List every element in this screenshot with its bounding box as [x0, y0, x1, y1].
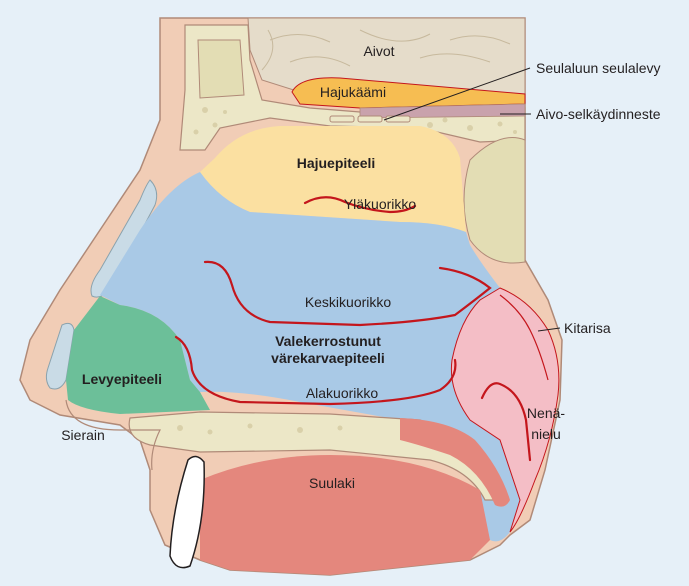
label-sierain: Sierain [61, 427, 105, 443]
label-aivot: Aivot [363, 43, 394, 59]
label-valekerrostunut-line2: värekarvaepiteeli [271, 350, 385, 366]
label-ylakuorikko: Yläkuorikko [344, 196, 417, 212]
label-nena-line2: nielu [531, 426, 561, 442]
label-aivo-selkaydinneste: Aivo-selkäydinneste [536, 106, 661, 122]
label-valekerrostunut-line1: Valekerrostunut [275, 333, 381, 349]
label-nena-line1: Nenä- [527, 405, 565, 421]
cribriform-plate [330, 116, 410, 122]
sphenoid-sinus [464, 138, 525, 264]
label-levyepiteeli: Levyepiteeli [82, 371, 162, 387]
label-keskikuorikko: Keskikuorikko [305, 294, 392, 310]
label-kitarisa: Kitarisa [564, 320, 611, 336]
frontal-sinus [198, 40, 244, 98]
label-seulaluun-seulalevy: Seulaluun seulalevy [536, 60, 661, 76]
label-hajuepiteeli: Hajuepiteeli [297, 155, 376, 171]
label-alakuorikko: Alakuorikko [306, 385, 379, 401]
label-suulaki: Suulaki [309, 475, 355, 491]
label-hajukaami: Hajukäämi [320, 84, 386, 100]
